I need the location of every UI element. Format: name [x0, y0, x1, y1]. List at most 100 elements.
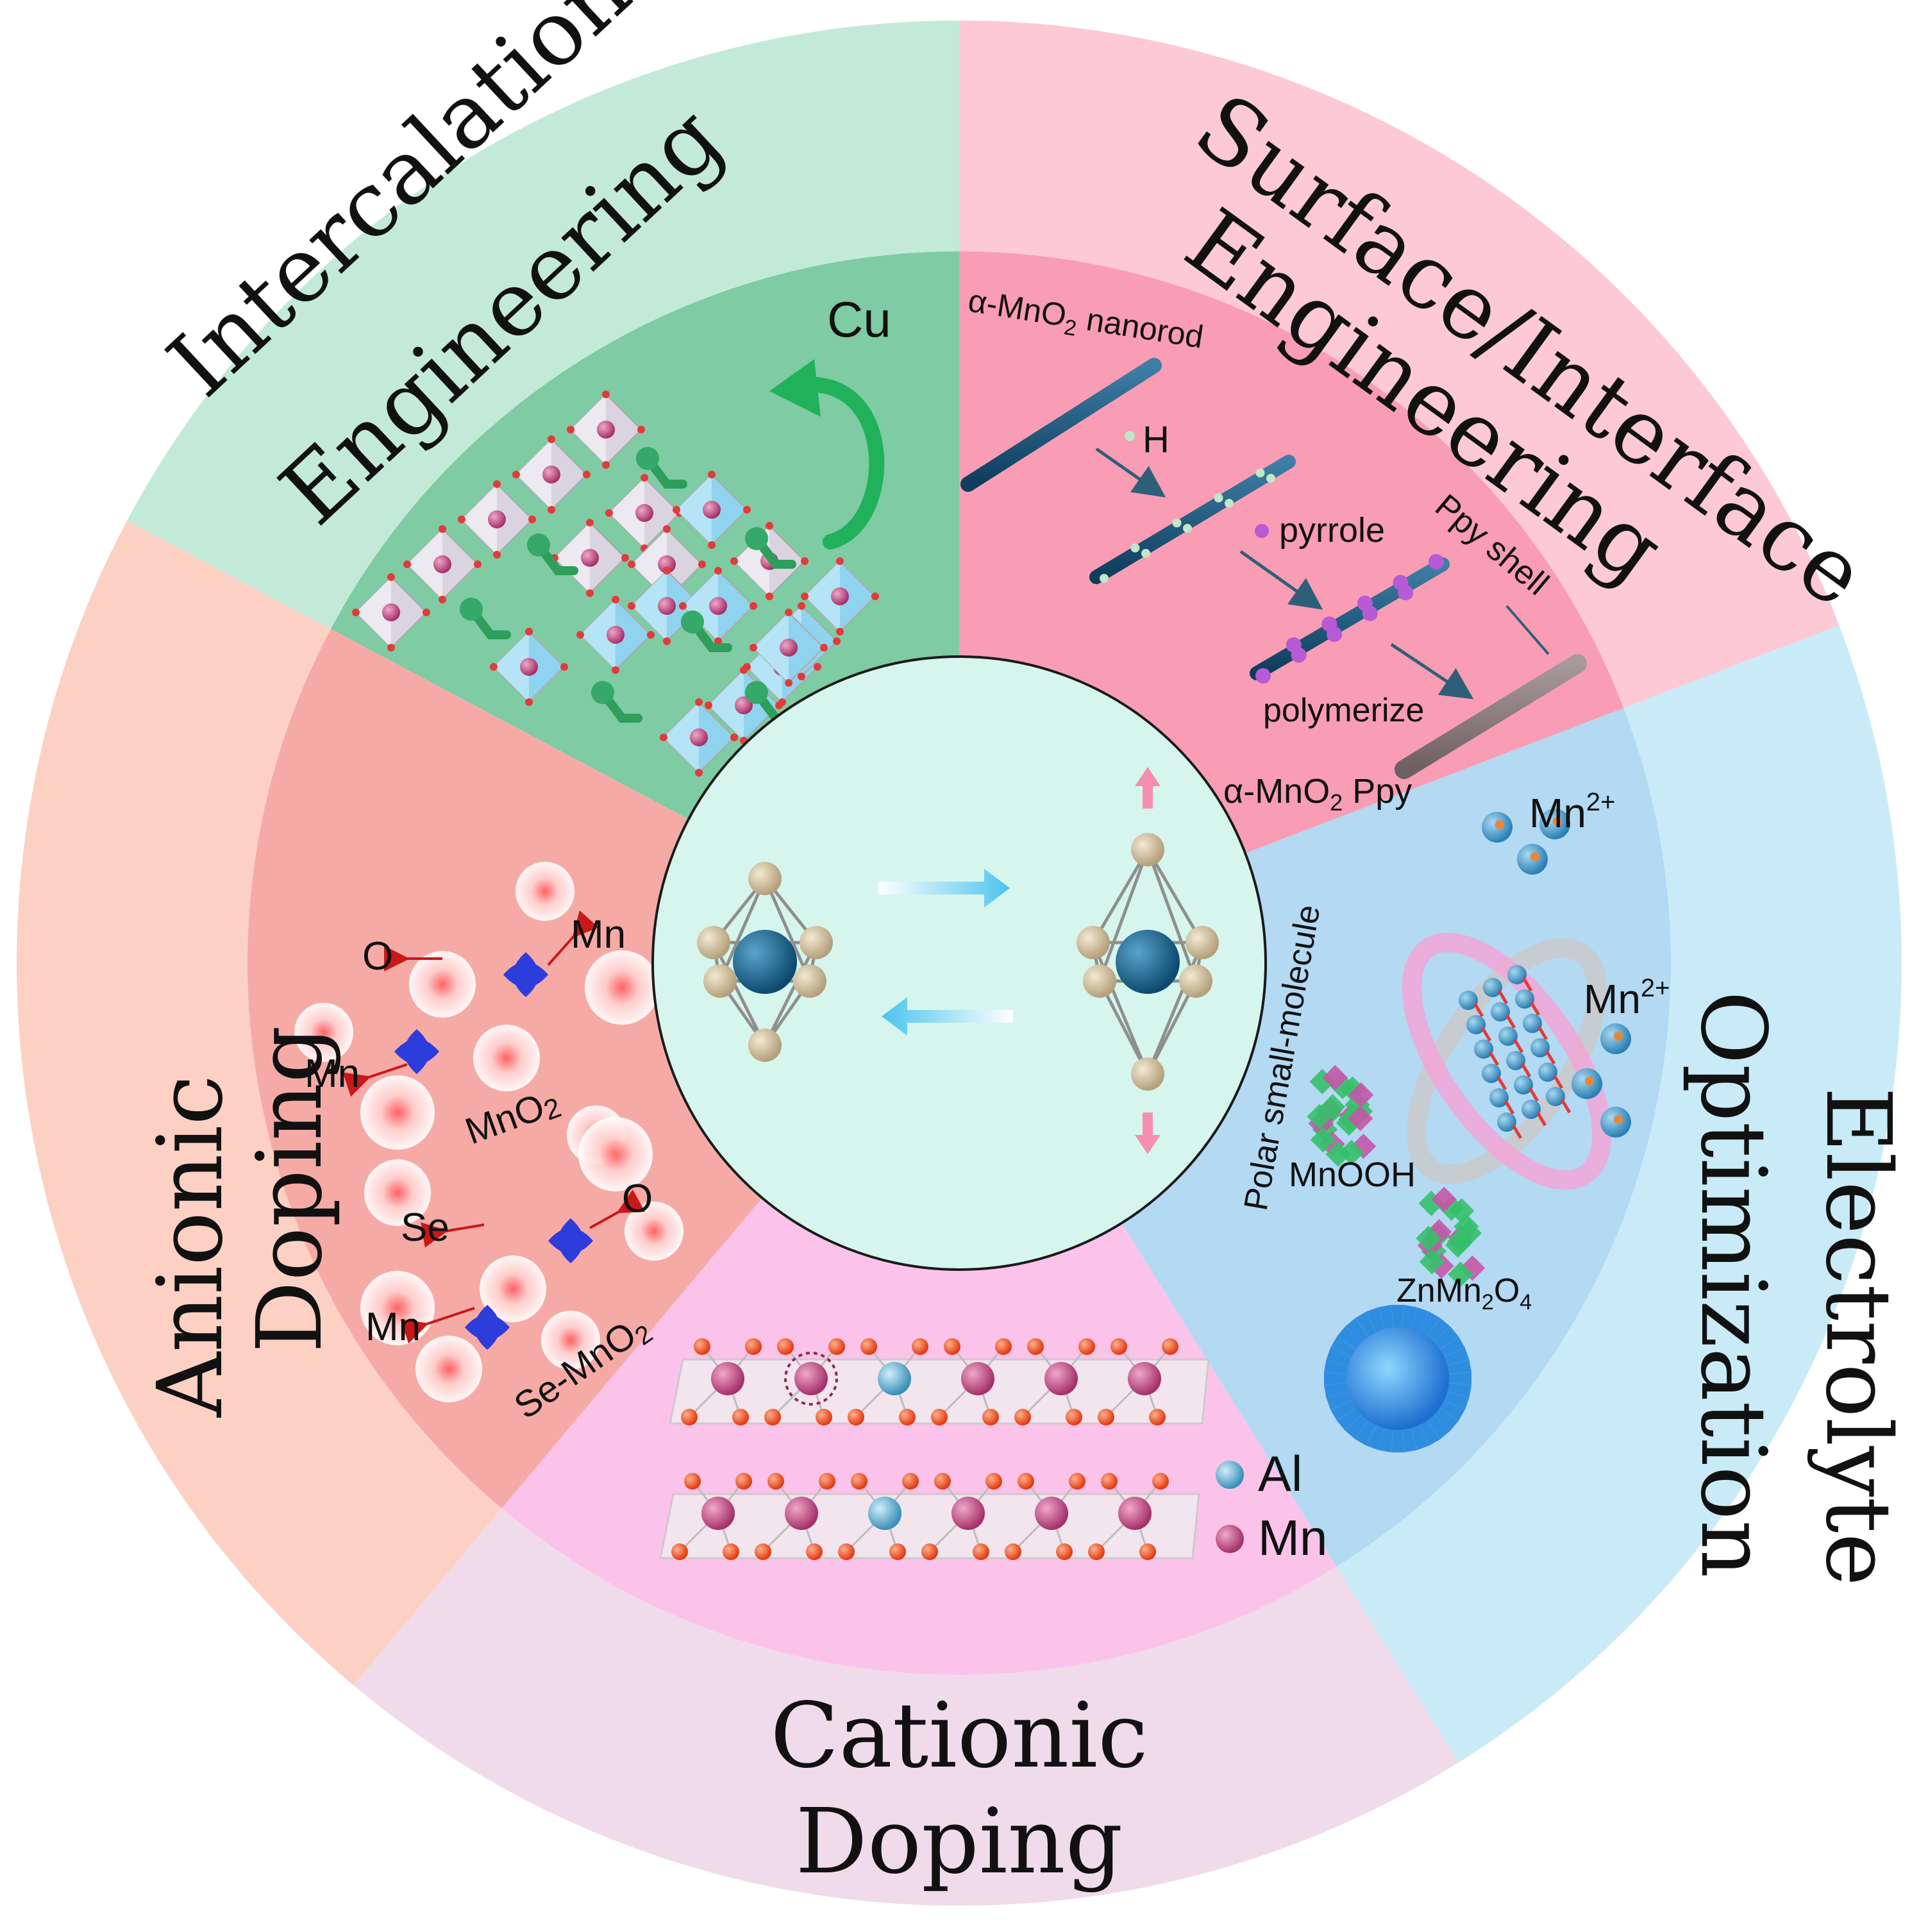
electrolyte-inner-band — [1121, 708, 1671, 1567]
octahedron-highlight — [683, 571, 718, 641]
mn-atom — [433, 555, 451, 573]
alpha-mno2-ppy-label: α-MnO2 Ppy — [1223, 772, 1412, 816]
o-atom — [820, 644, 828, 651]
o-atom — [671, 1543, 688, 1560]
o-atom — [1018, 1473, 1034, 1490]
cu-ion — [591, 681, 614, 704]
bond — [1497, 989, 1509, 1005]
intercalation-outer-band — [127, 21, 960, 629]
cationic-layers — [659, 1338, 1210, 1560]
o-atom — [750, 602, 757, 610]
h-atom — [1255, 468, 1265, 478]
bond — [1513, 1038, 1524, 1054]
mn2-label-mid: Mn2+ — [1584, 974, 1670, 1022]
o-atom — [628, 602, 635, 610]
charge-density-blob — [360, 1075, 435, 1150]
center-disc — [651, 655, 1267, 1271]
intercalation-lattice — [352, 391, 879, 777]
bond — [1529, 1001, 1541, 1016]
cationic-outer-band — [353, 1508, 1459, 1906]
octahedron-edge — [1146, 848, 1204, 944]
o-atom — [586, 589, 594, 597]
mn2-label-top: Mn2+ — [1529, 788, 1616, 836]
o-atom — [1152, 1473, 1169, 1490]
o-vertex-atom — [1186, 926, 1219, 959]
mn-atom — [703, 501, 721, 519]
o-atom — [439, 596, 446, 603]
octahedron-highlight — [462, 484, 497, 555]
o-atom — [973, 1543, 989, 1560]
o-atom — [806, 1543, 823, 1560]
mn-atom — [607, 626, 624, 644]
mn2-ion-core — [1614, 1115, 1623, 1124]
cluster-crystal — [1322, 1064, 1348, 1091]
o-atom — [679, 602, 687, 610]
anionic-doping-graphic — [294, 862, 683, 1402]
o-atom — [801, 592, 809, 600]
o-atom — [1027, 1338, 1044, 1355]
charge-density-blob — [624, 1202, 683, 1261]
octahedron — [576, 596, 655, 674]
pointer-arrow — [589, 1189, 646, 1229]
o-atom — [798, 602, 805, 610]
o-atom — [605, 509, 613, 517]
lattice-ion — [1459, 991, 1478, 1010]
lattice-ion — [1530, 1038, 1550, 1057]
octahedron — [628, 567, 706, 645]
mn-atom — [701, 1497, 735, 1530]
o-atom — [1078, 1338, 1095, 1355]
mn-atom — [658, 597, 676, 615]
cationic-title-line2: Doping — [796, 1790, 1123, 1894]
mn-atom — [711, 1362, 744, 1395]
mn-atom — [382, 603, 400, 621]
blue-orbital — [548, 1218, 593, 1263]
h-atom — [1214, 493, 1223, 503]
ppy-shell-rod — [1395, 654, 1587, 779]
octahedron-distorted — [1077, 833, 1219, 1091]
o-vertex-atom — [697, 926, 730, 959]
lattice-ion — [1466, 1015, 1486, 1034]
octahedron-edge — [1091, 848, 1150, 944]
o-atom — [819, 1473, 835, 1490]
pyrrole-molecule — [1429, 554, 1444, 569]
pyrrole-marker — [1255, 524, 1269, 538]
octahedron-highlight — [632, 571, 667, 641]
o-atom — [921, 1543, 938, 1560]
o-atom — [798, 673, 805, 680]
octahedron-highlight — [708, 670, 744, 741]
mn2-ion-core — [1495, 820, 1504, 829]
octahedron — [673, 471, 751, 549]
o-atom — [458, 516, 465, 523]
mn-atom — [1128, 1362, 1161, 1395]
octahedron-edge — [1098, 980, 1150, 1075]
o-atom — [567, 426, 574, 433]
mn-atom — [831, 587, 849, 605]
o-atom — [695, 769, 703, 777]
o-atom — [902, 1473, 919, 1490]
mn-atom — [581, 549, 599, 567]
mn-atom — [735, 696, 753, 714]
flower-core — [1346, 1327, 1449, 1430]
h-rod — [1089, 455, 1296, 584]
o-atom — [1149, 1409, 1166, 1425]
octahedron-edge — [1146, 980, 1198, 1075]
arrow-3 — [1390, 643, 1474, 700]
lattice-ion — [1489, 1088, 1509, 1107]
o-atom — [684, 1473, 701, 1490]
anionic-title-line2: Doping — [238, 1025, 342, 1353]
mn-label-3: Mn — [365, 1305, 421, 1349]
mn-center-atom — [733, 930, 797, 994]
o-atom — [663, 525, 671, 533]
o-atom — [1066, 1409, 1082, 1425]
mn-atom — [542, 466, 560, 483]
o-vertex-atom — [703, 964, 737, 998]
al-atom — [878, 1362, 911, 1395]
o-atom — [1162, 1338, 1178, 1355]
o-atom — [912, 1338, 928, 1355]
pyrrole-molecule — [1255, 668, 1271, 684]
o-atom — [439, 525, 446, 533]
bond — [1537, 1025, 1548, 1041]
o-atom — [602, 461, 610, 469]
charge-density-blob — [364, 1159, 431, 1226]
lattice-ion — [1538, 1063, 1557, 1082]
